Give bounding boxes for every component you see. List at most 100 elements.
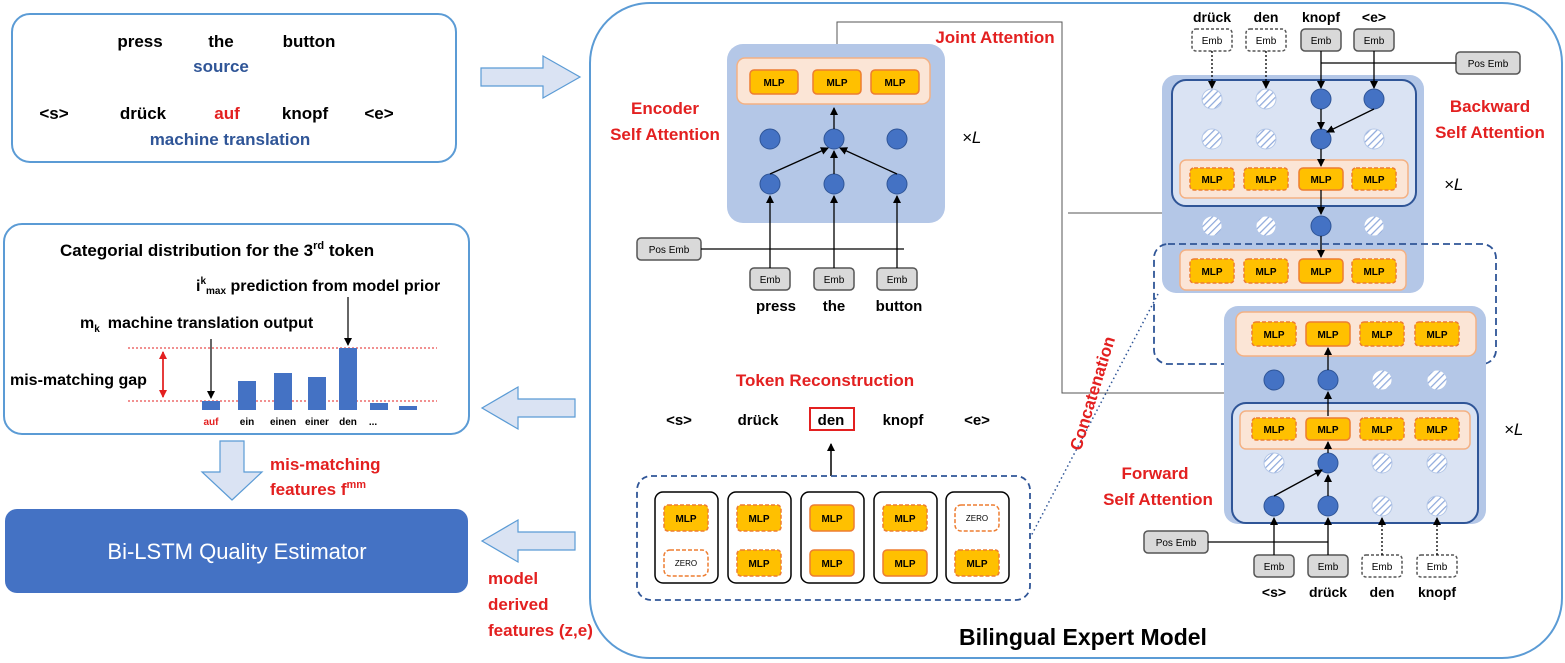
- mlp-label: MLP: [1201, 175, 1222, 186]
- masked-node: [1371, 495, 1393, 517]
- forward-mlp: [1251, 417, 1297, 441]
- bar: [202, 401, 220, 410]
- hidden-node: [1317, 369, 1339, 391]
- emb-label: Emb: [1372, 562, 1393, 573]
- bar: [370, 403, 388, 410]
- masked-node: [1201, 88, 1223, 110]
- categorical-title: Categorial distribution for the 3rd toke…: [60, 240, 374, 260]
- mt-token-5: <e>: [364, 104, 393, 123]
- forward-label-1: Forward: [1121, 464, 1188, 483]
- mlp-label: MLP: [1371, 425, 1392, 436]
- masked-node: [1255, 128, 1277, 150]
- source-mt-panel: press the button source <s> drück auf kn…: [11, 13, 457, 163]
- backward-token: <e>: [1362, 9, 1386, 25]
- backward-block: [1162, 75, 1424, 293]
- mlp-label: MLP: [1426, 425, 1447, 436]
- emb-block: [1191, 28, 1233, 52]
- recon-highlight: [809, 407, 855, 431]
- recon-token: <s>: [666, 412, 692, 429]
- forward-token: drück: [1309, 584, 1347, 600]
- masked-node: [1371, 369, 1393, 391]
- hidden-node: [1263, 495, 1285, 517]
- masked-node: [1426, 495, 1448, 517]
- backward-top-mlp: [1189, 258, 1235, 284]
- mlp-block: [663, 504, 709, 532]
- mt-token-1: <s>: [39, 104, 68, 123]
- mlp-label: MLP: [1263, 425, 1284, 436]
- mt-token-4: knopf: [282, 104, 329, 123]
- mlp-block: [736, 504, 782, 532]
- arrow-to-qe: [480, 518, 576, 564]
- emb-label: Emb: [1256, 36, 1277, 47]
- emb-block: [1245, 28, 1287, 52]
- qe-box: Bi-LSTM Quality Estimator: [5, 509, 468, 593]
- mlp-block: [809, 504, 855, 532]
- encoder-label-2: Self Attention: [610, 125, 720, 144]
- emb-label: Emb: [887, 275, 908, 286]
- masked-node: [1255, 215, 1277, 237]
- mlp-label: MLP: [763, 78, 784, 89]
- token-reconstruction-label: Token Reconstruction: [736, 371, 914, 390]
- masked-node: [1363, 215, 1385, 237]
- mlp-label: MLP: [1317, 425, 1338, 436]
- source-token-3: button: [283, 32, 336, 51]
- backward-mlp: [1189, 167, 1235, 191]
- backward-times-l: ×L: [1444, 175, 1463, 194]
- arrow-to-categorical: [480, 385, 576, 431]
- mlp-label: MLP: [1426, 330, 1447, 341]
- mlp-block: [882, 504, 928, 532]
- forward-mlp: [1414, 417, 1460, 441]
- source-token-2: the: [208, 32, 234, 51]
- bar: [399, 406, 417, 410]
- encoder-token: press: [756, 298, 796, 315]
- masked-node: [1263, 452, 1285, 474]
- hidden-node: [1310, 88, 1332, 110]
- encoder-token: the: [823, 298, 846, 315]
- zero-block: [954, 504, 1000, 532]
- joint-attention-line: [836, 21, 1248, 394]
- mlp-label: MLP: [894, 559, 915, 570]
- encoder-mlp: [870, 69, 920, 95]
- encoder-token: button: [876, 298, 923, 315]
- encoder-mlp: [749, 69, 799, 95]
- mlp-label: MLP: [1263, 330, 1284, 341]
- hidden-node: [823, 128, 845, 150]
- emb-label: Emb: [1364, 36, 1385, 47]
- backward-top-mlp: [1351, 258, 1397, 284]
- flow-arrow: [1273, 469, 1323, 497]
- mlp-block: [882, 549, 928, 577]
- backward-label-1: Backward: [1450, 97, 1530, 116]
- hidden-node: [759, 173, 781, 195]
- mlp-label: MLP: [821, 514, 842, 525]
- encoder-label-1: Encoder: [631, 99, 699, 118]
- backward-top-mlp: [1298, 258, 1344, 284]
- hidden-node: [886, 128, 908, 150]
- model-features-1: model: [488, 569, 538, 588]
- bar-category-label: ein: [240, 417, 254, 428]
- mlp-label: MLP: [821, 559, 842, 570]
- hidden-node: [823, 173, 845, 195]
- forward-top-mlp: [1305, 321, 1351, 347]
- flow-arrow: [769, 147, 829, 175]
- prior-label: ikmax prediction from model prior: [196, 276, 440, 297]
- forward-token: den: [1370, 584, 1395, 600]
- mm-features-line2: features fmm: [270, 479, 366, 499]
- mlp-label: MLP: [1201, 267, 1222, 278]
- bar-category-label: den: [339, 417, 357, 428]
- mlp-label: MLP: [748, 514, 769, 525]
- pos-emb-label: Pos Emb: [1468, 59, 1509, 70]
- forward-token: <s>: [1262, 584, 1286, 600]
- encoder-mlp: [812, 69, 862, 95]
- model-features-3: features (z,e): [488, 621, 593, 640]
- emb-label: Emb: [1318, 562, 1339, 573]
- backward-label-2: Self Attention: [1435, 123, 1545, 142]
- bar: [339, 348, 357, 410]
- backward-token: knopf: [1302, 9, 1340, 25]
- emb-label: Emb: [1311, 36, 1332, 47]
- categorical-panel: Categorial distribution for the 3rd toke…: [3, 223, 470, 435]
- model-frame: [589, 2, 1563, 659]
- mlp-label: MLP: [748, 559, 769, 570]
- masked-node: [1426, 369, 1448, 391]
